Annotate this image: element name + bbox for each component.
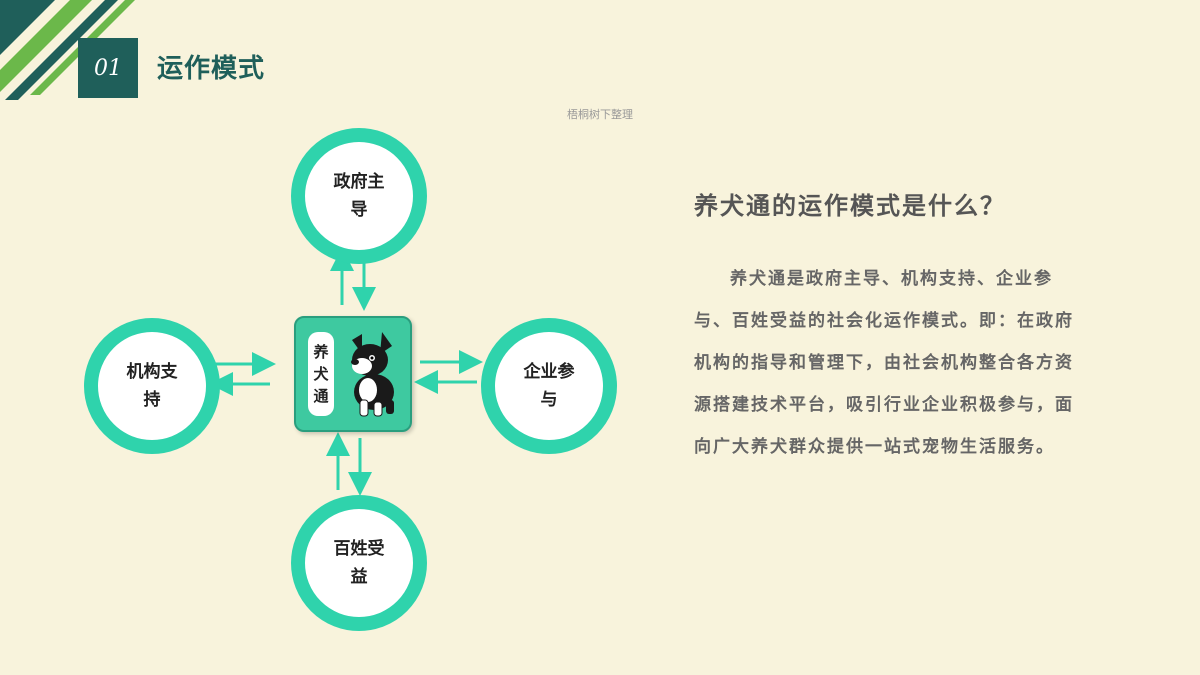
section-number: 01 bbox=[94, 55, 122, 81]
node-left: 机构支持 bbox=[84, 318, 220, 454]
node-left-label: 机构支持 bbox=[126, 362, 178, 410]
node-bottom: 百姓受益 bbox=[291, 495, 427, 631]
question-heading: 养犬通的运作模式是什么？ bbox=[694, 192, 1006, 220]
node-right: 企业参与 bbox=[481, 318, 617, 454]
answer-paragraph: 养犬通是政府主导、机构支持、企业参与、百姓受益的社会化运作模式。即：在政府机构的… bbox=[694, 269, 1074, 457]
node-right-label: 企业参与 bbox=[523, 362, 575, 410]
watermark-text: 梧桐树下整理 bbox=[567, 108, 633, 121]
node-top: 政府主导 bbox=[291, 128, 427, 264]
center-logo-text: 养犬通 bbox=[308, 332, 334, 416]
section-number-badge: 01 bbox=[78, 38, 138, 98]
dog-icon bbox=[351, 332, 394, 417]
node-bottom-label: 百姓受益 bbox=[333, 539, 385, 587]
section-title: 运作模式 bbox=[157, 54, 266, 84]
center-logo: 养犬通 bbox=[294, 316, 412, 432]
node-top-label: 政府主导 bbox=[333, 172, 385, 220]
